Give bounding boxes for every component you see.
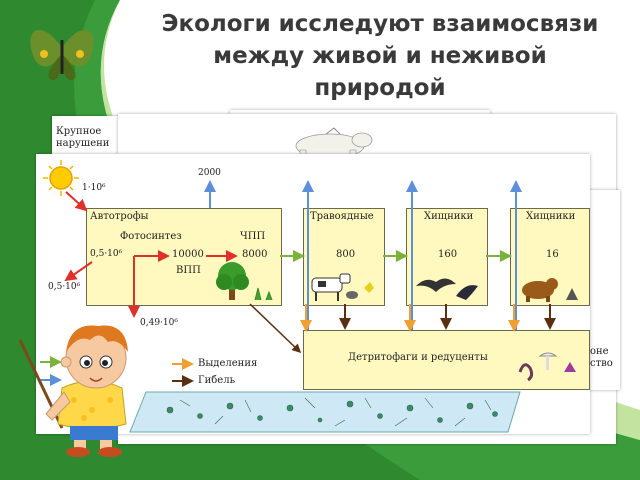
page-title: Экологи исследуют взаимосвязи между живо…: [130, 8, 630, 104]
right-slide-text-2: ство: [590, 358, 613, 369]
net-value: 8000: [242, 249, 268, 260]
reflected-energy-label: 0,5·10⁶: [48, 282, 81, 292]
autotrophs-input-value: 0,5·10⁶: [90, 249, 123, 259]
predators2-value: 16: [546, 249, 559, 260]
predators2-title: Хищники: [526, 211, 576, 222]
title-line-2: между живой и неживой: [213, 43, 547, 69]
predators1-value: 160: [438, 249, 458, 260]
decomposers-box: [303, 330, 590, 390]
photosynthesis-label: Фотосинтез: [120, 231, 182, 242]
autotrophs-box: [86, 208, 282, 306]
decomposers-title: Детритофаги и редуценты: [348, 352, 488, 363]
legend-excretion: Выделения: [198, 358, 258, 369]
predators1-title: Хищники: [424, 211, 474, 222]
back-slide-text-2: нарушени: [56, 138, 110, 149]
autotrophs-title: Автотрофы: [90, 211, 149, 222]
top-value-label: 2000: [198, 168, 221, 178]
back-slide-text-1: Крупное: [56, 126, 102, 137]
npp-label: ЧПП: [240, 231, 266, 242]
lost-energy-label: 0,49·10⁶: [140, 318, 178, 328]
right-slide-text-1: оне: [590, 346, 609, 357]
gross-value: 10000: [172, 249, 204, 260]
sun-energy-label: 1·10⁶: [82, 183, 106, 193]
herbivores-value: 800: [336, 249, 356, 260]
legend-death: Гибель: [198, 375, 236, 386]
title-line-1: Экологи исследуют взаимосвязи: [161, 11, 599, 37]
title-line-3: природой: [314, 75, 446, 101]
gpp-label: ВПП: [176, 265, 201, 276]
herbivores-title: Травоядные: [310, 211, 374, 222]
